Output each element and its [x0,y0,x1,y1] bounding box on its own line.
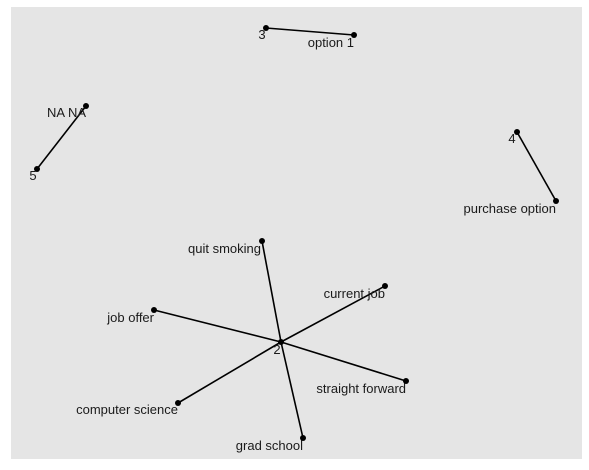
label-layer: 3 option 1 NA NA 5 4 purchase option quit smok… [29,27,556,453]
node-label-grad: grad school [236,438,303,453]
node-grad [300,435,306,441]
edge-n2-current [280,285,386,343]
node-n3 [263,25,269,31]
node-label-option1: option 1 [308,35,354,50]
node-label-purchase: purchase option [463,201,556,216]
edge-n2-cs [177,341,282,404]
node-current [382,283,388,289]
edge-n4-purchase [516,131,557,202]
edge-n2-grad [280,341,304,439]
node-label-offer: job offer [106,310,154,325]
node-offer [151,307,157,313]
node-label-straight: straight forward [316,381,406,396]
edge-n2-quit [261,240,282,343]
node-label-n2: 2 [273,342,280,357]
node-purchase [553,198,559,204]
node-straight [403,378,409,384]
edge-nana-n5 [36,105,87,170]
node-label-nana: NA NA [47,105,86,120]
node-n4 [514,129,520,135]
plot-background [11,7,582,459]
node-quit [259,238,265,244]
node-label-current: current job [324,286,385,301]
edge-layer [36,27,557,439]
edge-n2-straight [280,341,407,382]
node-nana [83,103,89,109]
node-label-n4: 4 [508,131,515,146]
node-layer [34,25,559,441]
node-option1 [351,32,357,38]
node-n2 [278,339,284,345]
edge-n3-option1 [265,27,355,36]
node-label-n3: 3 [258,27,265,42]
node-label-quit: quit smoking [188,241,261,256]
edge-n2-offer [153,309,282,343]
node-cs [175,400,181,406]
node-label-cs: computer science [76,402,178,417]
node-n5 [34,166,40,172]
node-label-n5: 5 [29,168,36,183]
